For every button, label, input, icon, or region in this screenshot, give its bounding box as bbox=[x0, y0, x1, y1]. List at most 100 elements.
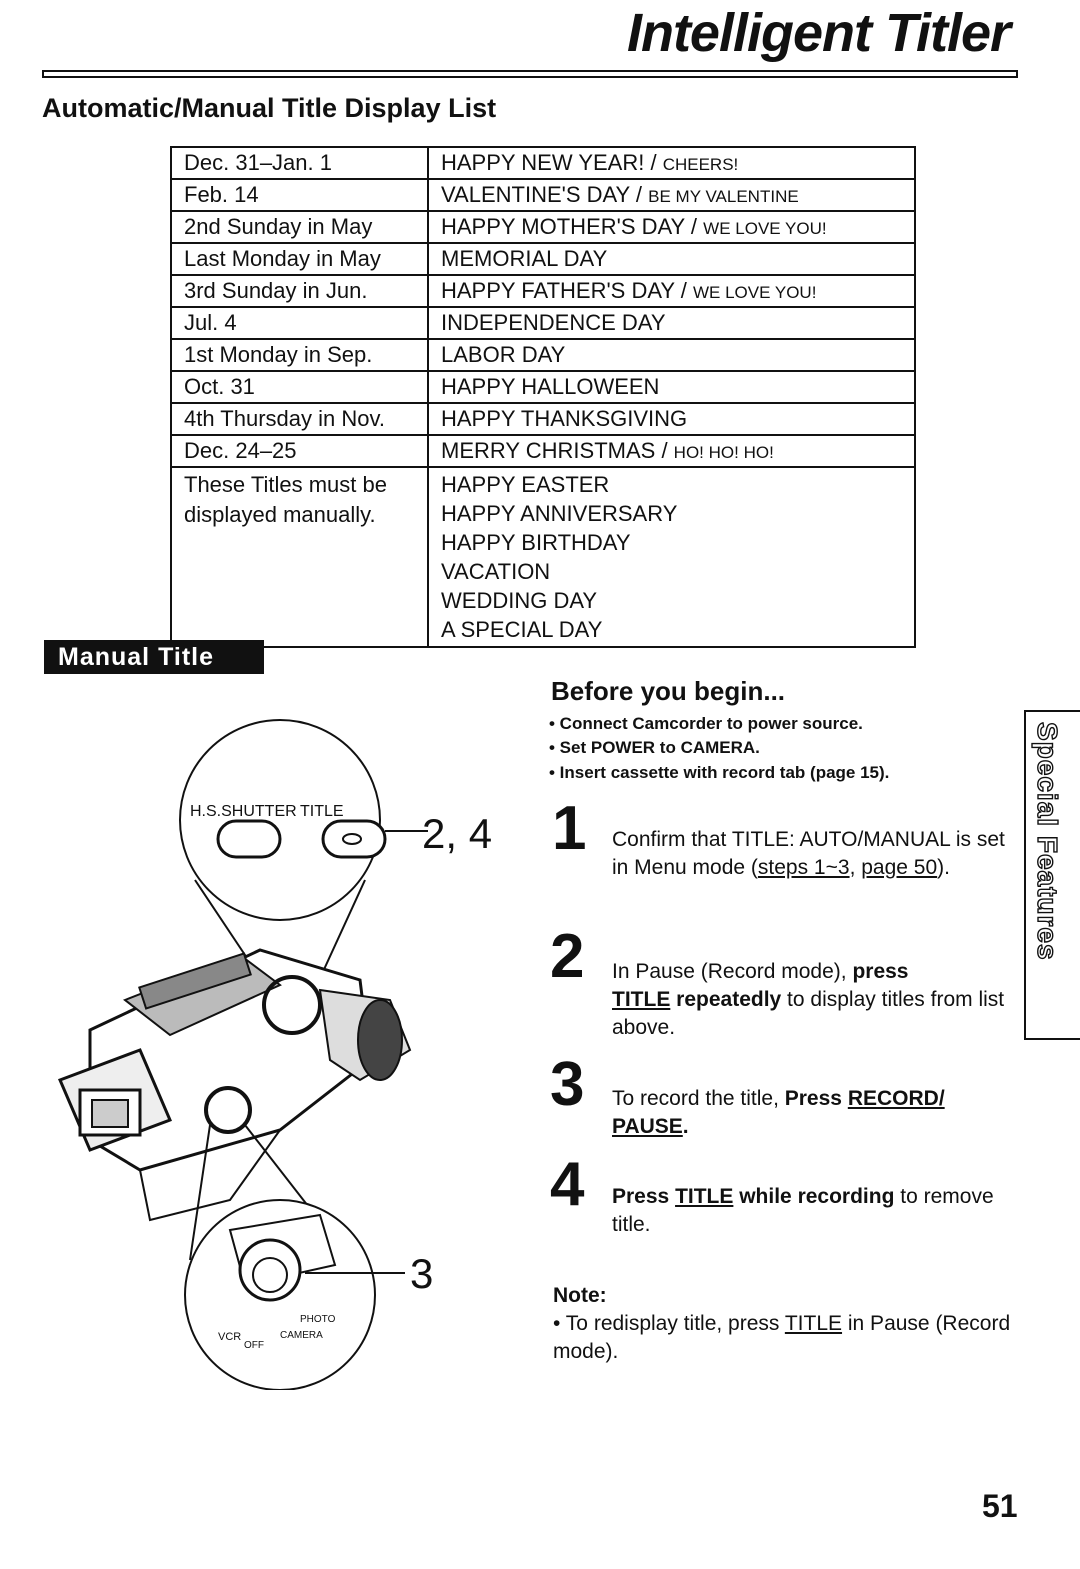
prep-bullet: • Insert cassette with record tab (page … bbox=[549, 763, 890, 782]
dial-off-label: OFF bbox=[244, 1340, 264, 1351]
date-cell: 3rd Sunday in Jun. bbox=[170, 274, 429, 308]
step-number: 3 bbox=[550, 1050, 585, 1119]
title-cell: INDEPENDENCE DAY bbox=[427, 306, 916, 340]
section-badge-label: Manual Title bbox=[58, 643, 215, 671]
title-cell: HAPPY MOTHER'S DAY / WE LOVE YOU! bbox=[427, 210, 916, 244]
manual-title: A SPECIAL DAY bbox=[441, 617, 603, 642]
dial-photo-label: PHOTO bbox=[300, 1314, 336, 1325]
steps-link[interactable]: steps 1~3 bbox=[757, 856, 850, 879]
date-cell: Oct. 31 bbox=[170, 370, 429, 404]
dial-camera-label: CAMERA bbox=[280, 1330, 323, 1341]
callout-24: 2, 4 bbox=[422, 810, 492, 857]
step-number: 4 bbox=[550, 1150, 585, 1219]
camcorder-illustration: H.S.SHUTTER TITLE 2, 4 3 VCR OFF PHOTO C… bbox=[58, 719, 492, 1390]
step-number: 2 bbox=[550, 922, 585, 991]
before-heading: Before you begin... bbox=[551, 676, 786, 706]
title-cell: MERRY CHRISTMAS / HO! HO! HO! bbox=[427, 434, 916, 468]
title-button-ref: TITLE bbox=[784, 1312, 843, 1335]
shutter-button bbox=[216, 819, 282, 859]
manual-title: HAPPY BIRTHDAY bbox=[441, 530, 631, 555]
page-link[interactable]: page 50 bbox=[861, 856, 938, 879]
title-main: MEMORIAL DAY bbox=[441, 246, 608, 271]
title-label: TITLE bbox=[300, 803, 344, 820]
manual-title: WEDDING DAY bbox=[441, 588, 598, 613]
page-number: 51 bbox=[982, 1488, 1018, 1524]
step-4-text: Press TITLE while recording to remove ti… bbox=[612, 1185, 994, 1236]
table-row-manual: These Titles must be displayed manually.… bbox=[170, 466, 916, 648]
title-main: HAPPY NEW YEAR! / bbox=[441, 150, 663, 175]
date-cell: 2nd Sunday in May bbox=[170, 210, 429, 244]
date-cell: 4th Thursday in Nov. bbox=[170, 402, 429, 436]
title-main: LABOR DAY bbox=[441, 342, 566, 367]
title-cell: HAPPY HALLOWEEN bbox=[427, 370, 916, 404]
title-alt: WE LOVE YOU! bbox=[703, 219, 827, 238]
title-cell: LABOR DAY bbox=[427, 338, 916, 372]
title-main: HAPPY THANKSGIVING bbox=[441, 406, 688, 431]
table-row: 1st Monday in Sep. LABOR DAY bbox=[170, 338, 916, 372]
manual-title: HAPPY ANNIVERSARY bbox=[441, 501, 678, 526]
title-main: HAPPY FATHER'S DAY / bbox=[441, 278, 693, 303]
note-text: • To redisplay title, press TITLE in Pau… bbox=[553, 1312, 1011, 1363]
title-button-ref: TITLE bbox=[612, 988, 671, 1011]
manual-title: VACATION bbox=[441, 559, 551, 584]
date-cell: Jul. 4 bbox=[170, 306, 429, 340]
table-row: 4th Thursday in Nov. HAPPY THANKSGIVING bbox=[170, 402, 916, 436]
table-heading: Automatic/Manual Title Display List bbox=[42, 93, 497, 123]
shutter-label: H.S.SHUTTER bbox=[190, 803, 297, 820]
step-3-text: To record the title, Press RECORD/ PAUSE… bbox=[612, 1087, 945, 1138]
title-main: HAPPY MOTHER'S DAY / bbox=[441, 214, 704, 239]
title-cell: HAPPY FATHER'S DAY / WE LOVE YOU! bbox=[427, 274, 916, 308]
manual-note-line: displayed manually. bbox=[184, 502, 376, 527]
title-main: MERRY CHRISTMAS / bbox=[441, 438, 674, 463]
title-button bbox=[321, 819, 387, 859]
callout-3: 3 bbox=[410, 1250, 433, 1297]
date-cell: Dec. 24–25 bbox=[170, 434, 429, 468]
side-tab-label: Special Features bbox=[1031, 721, 1063, 961]
power-dial bbox=[238, 1238, 302, 1302]
prep-bullet: • Set POWER to CAMERA. bbox=[549, 738, 760, 757]
table-row: 3rd Sunday in Jun.HAPPY FATHER'S DAY / W… bbox=[170, 274, 916, 308]
title-cell: HAPPY THANKSGIVING bbox=[427, 402, 916, 436]
step-1-text: Confirm that TITLE: AUTO/MANUAL is set i… bbox=[612, 828, 1005, 879]
manual-title: HAPPY EASTER bbox=[441, 472, 610, 497]
title-alt: BE MY VALENTINE bbox=[648, 187, 799, 206]
note-heading: Note: bbox=[553, 1284, 607, 1307]
title-alt: HO! HO! HO! bbox=[673, 443, 774, 462]
date-cell: Dec. 31–Jan. 1 bbox=[170, 146, 429, 180]
dial-highlight bbox=[204, 1086, 252, 1134]
dial-vcr-label: VCR bbox=[218, 1331, 241, 1343]
title-button-highlight bbox=[262, 975, 322, 1035]
page-title: Intelligent Titler bbox=[626, 3, 1011, 63]
magnifier-circle-top bbox=[179, 719, 381, 921]
manual-note-line: These Titles must be bbox=[184, 472, 387, 497]
prep-bullet: • Connect Camcorder to power source. bbox=[549, 714, 863, 733]
title-cell: VALENTINE'S DAY / BE MY VALENTINE bbox=[427, 178, 916, 212]
manual-note-cell: These Titles must be displayed manually. bbox=[170, 466, 429, 648]
title-main: INDEPENDENCE DAY bbox=[441, 310, 666, 335]
title-rule bbox=[42, 70, 1018, 78]
title-alt: WE LOVE YOU! bbox=[692, 283, 817, 302]
title-cell: MEMORIAL DAY bbox=[427, 242, 916, 276]
date-cell: Last Monday in May bbox=[170, 242, 429, 276]
date-cell: Feb. 14 bbox=[170, 178, 429, 212]
side-tab bbox=[1024, 710, 1080, 1040]
title-cell: HAPPY NEW YEAR! / CHEERS! bbox=[427, 146, 916, 180]
table-row: Last Monday in May MEMORIAL DAY bbox=[170, 242, 916, 276]
section-badge bbox=[44, 640, 264, 674]
title-main: HAPPY HALLOWEEN bbox=[441, 374, 660, 399]
title-main: VALENTINE'S DAY / bbox=[441, 182, 649, 207]
title-button-ref: TITLE bbox=[675, 1185, 734, 1208]
manual-titles-cell: HAPPY EASTER HAPPY ANNIVERSARY HAPPY BIR… bbox=[427, 466, 916, 648]
title-alt: CHEERS! bbox=[662, 155, 739, 174]
record-pause-ref: RECORD/ PAUSE bbox=[612, 1087, 945, 1138]
table-row: Jul. 4 INDEPENDENCE DAY bbox=[170, 306, 916, 340]
date-cell: 1st Monday in Sep. bbox=[170, 338, 429, 372]
camcorder-body bbox=[58, 948, 412, 1222]
step-number: 1 bbox=[552, 794, 587, 863]
